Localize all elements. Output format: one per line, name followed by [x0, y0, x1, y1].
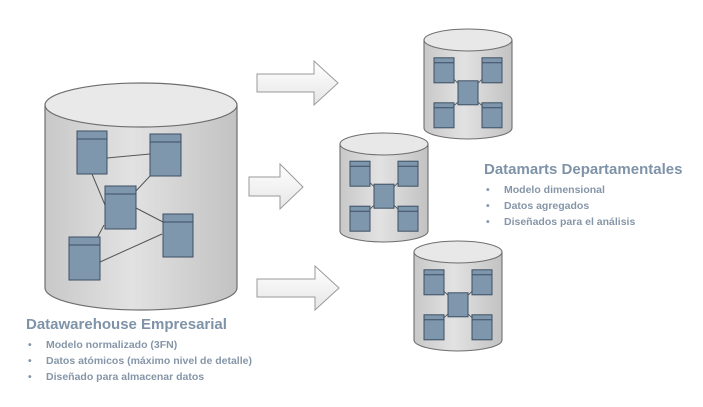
star-schema — [433, 57, 503, 129]
datamarts-group — [339, 28, 513, 352]
datamarts-bullet: Diseñados para el análisis — [484, 214, 682, 230]
table-box — [68, 236, 101, 281]
datamart-cylinder — [339, 132, 429, 243]
warehouse-caption: Datawarehouse Empresarial Modelo normali… — [26, 316, 252, 385]
star-schema — [423, 269, 493, 341]
dimension-table — [471, 314, 493, 341]
warehouse-bullet: Diseñado para almacenar datos — [26, 369, 252, 385]
datamart-cylinder — [423, 28, 513, 140]
fact-table — [457, 80, 479, 106]
dimension-table — [349, 160, 371, 187]
arrow-to-datamart-1 — [256, 59, 339, 107]
dimension-table — [397, 160, 419, 187]
datamarts-bullets: Modelo dimensional Datos agregados Diseñ… — [484, 182, 682, 230]
warehouse-title: Datawarehouse Empresarial — [26, 316, 227, 333]
star-schema — [349, 160, 419, 232]
warehouse-schema — [68, 130, 194, 281]
table-box — [162, 213, 194, 258]
datamarts-bullet: Modelo dimensional — [484, 182, 682, 198]
warehouse-bullet: Modelo normalizado (3FN) — [26, 337, 252, 353]
dimension-table — [433, 57, 455, 84]
arrow-to-datamart-2 — [248, 162, 304, 211]
datamarts-caption: Datamarts Departamentales Modelo dimensi… — [484, 161, 682, 230]
dimension-table — [397, 205, 419, 232]
dimension-table — [481, 57, 503, 84]
table-box — [76, 130, 108, 175]
fact-table — [447, 292, 469, 318]
dimension-table — [423, 269, 445, 296]
table-box — [104, 185, 137, 230]
arrow-to-datamart-3 — [256, 264, 340, 312]
warehouse-bullet: Datos atómicos (máximo nivel de detalle) — [26, 353, 252, 369]
table-box — [149, 133, 182, 177]
dimension-table — [433, 102, 455, 129]
dimension-table — [471, 269, 493, 296]
datamart-cylinder — [413, 240, 503, 352]
warehouse-bullets: Modelo normalizado (3FN) Datos atómicos … — [26, 337, 252, 385]
datamarts-bullet: Datos agregados — [484, 198, 682, 214]
dimension-table — [481, 102, 503, 129]
dimension-table — [349, 205, 371, 232]
datamarts-title: Datamarts Departamentales — [484, 161, 683, 178]
dimension-table — [423, 314, 445, 341]
fact-table — [373, 183, 395, 209]
